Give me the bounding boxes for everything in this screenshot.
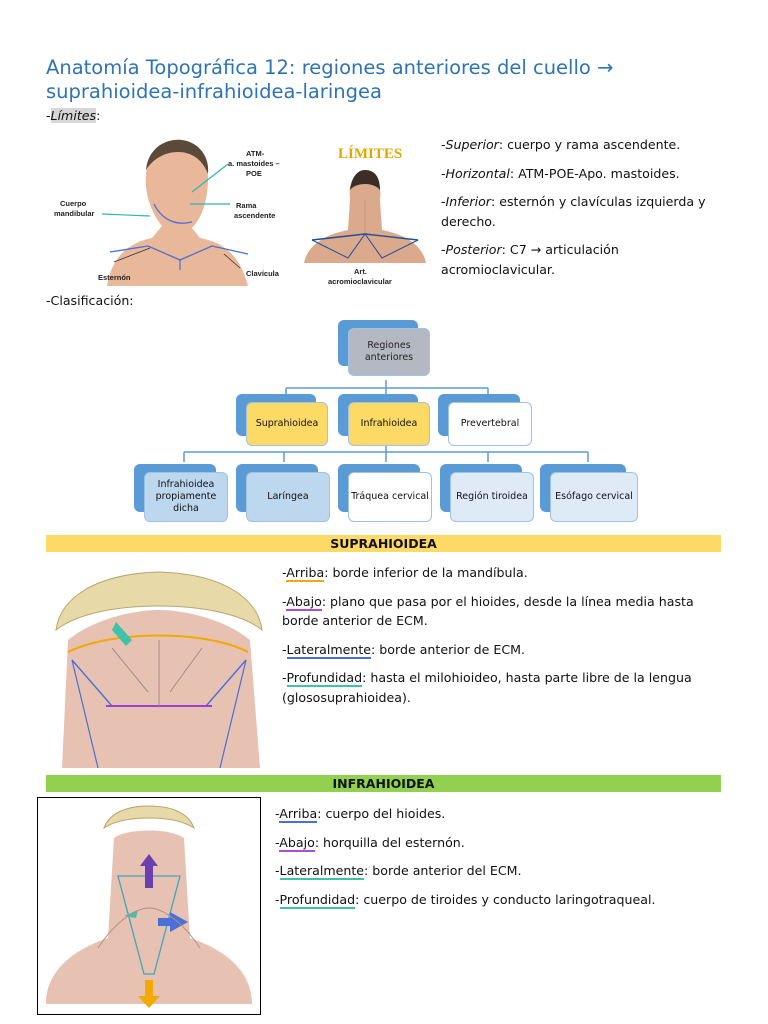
limites-label: -Límites: — [46, 106, 100, 126]
limit-key: Inferior — [445, 194, 491, 209]
label-esternon: Esternón — [98, 273, 131, 282]
item-text: : borde anterior de ECM. — [371, 641, 526, 657]
item-prefix: - — [282, 593, 287, 609]
limites-prefix: - — [46, 108, 51, 123]
limit-posterior: -Posterior: C7 → articulación acromiocla… — [441, 242, 619, 277]
label-art: Art. — [354, 267, 367, 276]
item-prefix: - — [275, 806, 280, 821]
limit-superior: -Superior: cuerpo y rama ascendente. — [441, 137, 681, 152]
label-acromioclavicular: acromioclavicular — [328, 277, 392, 286]
infrahioidea-list: -Arriba: cuerpo del hioides. -Abajo: hor… — [275, 804, 725, 918]
supra-item-lateral: -Lateralmente: borde anterior de ECM. — [282, 640, 722, 660]
back-limits-figure: LÍMITES Art. acromioclavicular — [298, 138, 432, 288]
item-prefix: - — [275, 863, 280, 878]
label-atm: ATM- — [246, 149, 265, 158]
item-key: Profundidad — [286, 670, 363, 687]
item-prefix: - — [275, 891, 280, 907]
suprahyoid-figure — [52, 560, 266, 768]
label-clavicula: Clavícula — [246, 269, 280, 278]
item-text: : horquilla del esternón. — [314, 834, 465, 850]
limit-text: : cuerpo y rama ascendente. — [498, 137, 681, 152]
item-text: : cuerpo del hioides. — [317, 806, 446, 821]
limit-horizontal: -Horizontal: ATM-POE-Apo. mastoides. — [441, 165, 680, 181]
diagram-node-infrahioidea-propia: Infrahioidea propiamente dicha — [144, 472, 228, 522]
diagram-node-suprahioidea: Suprahioidea — [246, 402, 328, 446]
limites-word: Límites — [50, 108, 97, 123]
limit-text: : esternón y clavículas izquierda y dere… — [441, 194, 706, 229]
infra-item-lateral: -Lateralmente: borde anterior del ECM. — [275, 861, 725, 881]
infra-item-profundidad: -Profundidad: cuerpo de tiroides y condu… — [275, 890, 725, 910]
limit-text: : C7 → articulación acromioclavicular. — [441, 242, 619, 277]
limit-key: Horizontal — [445, 165, 510, 181]
item-key: Abajo — [286, 593, 322, 611]
face-limits-figure: ATM- a. mastoides – POE Cuerpo mandibula… — [52, 134, 290, 286]
infrahyoid-figure — [46, 805, 252, 1008]
section-bar-infrahioidea: INFRAHIOIDEA — [46, 775, 721, 792]
item-text: : plano que pasa por el hioides, desde l… — [282, 593, 694, 629]
suprahioidea-list: -Arriba: borde inferior de la mandíbula.… — [282, 563, 722, 716]
item-key: Lateralmente — [286, 641, 372, 659]
diagram-node-infrahioidea: Infrahioidea — [348, 402, 430, 446]
item-text: : hasta el milohioideo, hasta parte libr… — [282, 670, 692, 705]
page-title: Anatomía Topográfica 12: regiones anteri… — [46, 56, 614, 103]
supra-item-arriba: -Arriba: borde inferior de la mandíbula. — [282, 563, 722, 583]
limit-text: : ATM-POE-Apo. mastoides. — [509, 165, 680, 181]
item-key: Profundidad — [279, 891, 356, 909]
classification-diagram: Regiones anteriores Suprahioidea Infrahi… — [130, 318, 640, 528]
limites-figure-heading: LÍMITES — [338, 145, 402, 162]
item-prefix: - — [282, 670, 287, 685]
limits-list: -Superior: cuerpo y rama ascendente. -Ho… — [441, 135, 731, 288]
limit-key: Superior — [445, 137, 499, 152]
diagram-node-traquea-cervical: Tráquea cervical — [348, 472, 432, 522]
diagram-node-laringea: Laríngea — [246, 472, 330, 522]
label-mastoides: a. mastoides – — [228, 159, 280, 168]
diagram-node-prevertebral: Prevertebral — [448, 402, 532, 446]
clasificacion-label: -Clasificación: — [46, 293, 134, 308]
diagram-node-region-tiroidea: Región tiroidea — [450, 472, 534, 522]
item-key: Arriba — [286, 565, 325, 582]
diagram-node-root: Regiones anteriores — [348, 328, 430, 376]
limit-key: Posterior — [445, 242, 502, 257]
label-mandibular: mandibular — [54, 209, 95, 218]
label-ascendente: ascendente — [234, 211, 275, 220]
item-key: Arriba — [279, 806, 318, 823]
item-text: : borde inferior de la mandíbula. — [324, 565, 528, 580]
item-key: Lateralmente — [279, 863, 365, 880]
label-poe: POE — [246, 169, 262, 178]
section-bar-suprahioidea: SUPRAHIOIDEA — [46, 535, 721, 552]
item-prefix: - — [275, 834, 280, 850]
diagram-node-esofago-cervical: Esófago cervical — [550, 472, 638, 522]
limites-colon: : — [96, 108, 101, 123]
item-text: : borde anterior del ECM. — [364, 863, 522, 878]
limit-inferior: -Inferior: esternón y clavículas izquier… — [441, 194, 706, 229]
supra-item-profundidad: -Profundidad: hasta el milohioideo, hast… — [282, 668, 722, 707]
item-key: Abajo — [279, 834, 315, 852]
infra-item-arriba: -Arriba: cuerpo del hioides. — [275, 804, 725, 824]
diagram-connectors — [183, 380, 589, 462]
label-rama: Rama — [236, 201, 257, 210]
item-text: : cuerpo de tiroides y conducto laringot… — [355, 891, 656, 907]
infra-item-abajo: -Abajo: horquilla del esternón. — [275, 833, 725, 853]
label-cuerpo: Cuerpo — [60, 199, 87, 208]
item-prefix: - — [282, 565, 287, 580]
item-prefix: - — [282, 641, 287, 657]
infrahyoid-figure-frame — [37, 797, 261, 1015]
supra-item-abajo: -Abajo: plano que pasa por el hioides, d… — [282, 592, 722, 631]
